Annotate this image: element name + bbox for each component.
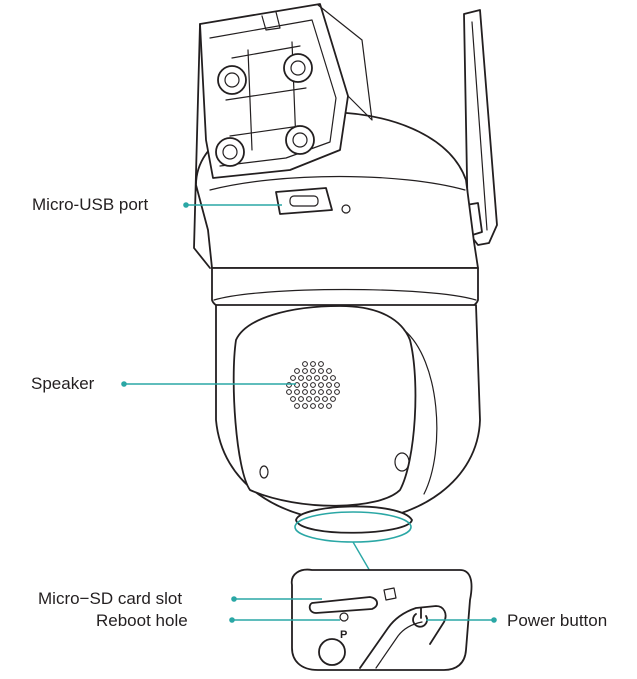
speaker-hole xyxy=(326,389,332,395)
speaker-grille xyxy=(286,361,340,409)
speaker-hole xyxy=(330,396,336,402)
speaker-hole xyxy=(330,375,336,381)
speaker-hole xyxy=(318,368,324,374)
speaker-hole xyxy=(326,368,332,374)
speaker-hole xyxy=(302,382,308,388)
speaker-hole xyxy=(326,403,332,409)
usb-port-cover xyxy=(275,187,351,215)
lower-dome xyxy=(215,304,481,534)
speaker-hole xyxy=(286,389,292,395)
speaker-hole xyxy=(318,403,324,409)
bottom-panel xyxy=(290,568,473,671)
speaker-hole xyxy=(306,375,312,381)
speaker-hole xyxy=(322,375,328,381)
label-micro-usb-port: Micro-USB port xyxy=(32,195,149,214)
speaker-hole xyxy=(318,361,324,367)
speaker-hole xyxy=(314,375,320,381)
speaker-hole xyxy=(334,389,340,395)
speaker-hole xyxy=(294,403,300,409)
leader-lines xyxy=(121,202,497,623)
label-power-button: Power button xyxy=(507,611,608,630)
speaker-hole xyxy=(314,396,320,402)
speaker-hole xyxy=(298,396,304,402)
speaker-hole xyxy=(306,396,312,402)
power-button-housing xyxy=(359,605,447,669)
speaker-hole xyxy=(302,389,308,395)
speaker-hole xyxy=(302,361,308,367)
speaker-hole xyxy=(310,361,316,367)
speaker-hole xyxy=(298,375,304,381)
speaker-hole xyxy=(286,382,292,388)
mount-bracket xyxy=(193,3,373,269)
speaker-hole xyxy=(310,368,316,374)
sd-card-slot xyxy=(308,596,378,614)
speaker-hole xyxy=(318,382,324,388)
speaker-hole xyxy=(294,382,300,388)
speaker-hole xyxy=(310,403,316,409)
leader-dot-power xyxy=(491,617,497,623)
leader-dot-speaker xyxy=(121,381,127,387)
speaker-hole xyxy=(290,396,296,402)
speaker-hole xyxy=(302,368,308,374)
reboot-hole xyxy=(339,612,349,622)
speaker-hole xyxy=(290,375,296,381)
label-reboot-hole: Reboot hole xyxy=(96,611,188,630)
leader-dot-usb xyxy=(183,202,189,208)
speaker-hole xyxy=(294,389,300,395)
reboot-p-mark: P xyxy=(340,629,347,641)
speaker-hole xyxy=(302,403,308,409)
speaker-hole xyxy=(322,396,328,402)
speaker-hole xyxy=(334,382,340,388)
speaker-hole xyxy=(294,368,300,374)
speaker-hole xyxy=(318,389,324,395)
leader-dot-reboot xyxy=(229,617,235,623)
label-micro-sd-card-slot: Micro−SD card slot xyxy=(38,589,183,608)
speaker-hole xyxy=(310,382,316,388)
label-speaker: Speaker xyxy=(31,374,95,393)
speaker-hole xyxy=(310,389,316,395)
leader-dot-sd xyxy=(231,596,237,602)
speaker-hole xyxy=(326,382,332,388)
